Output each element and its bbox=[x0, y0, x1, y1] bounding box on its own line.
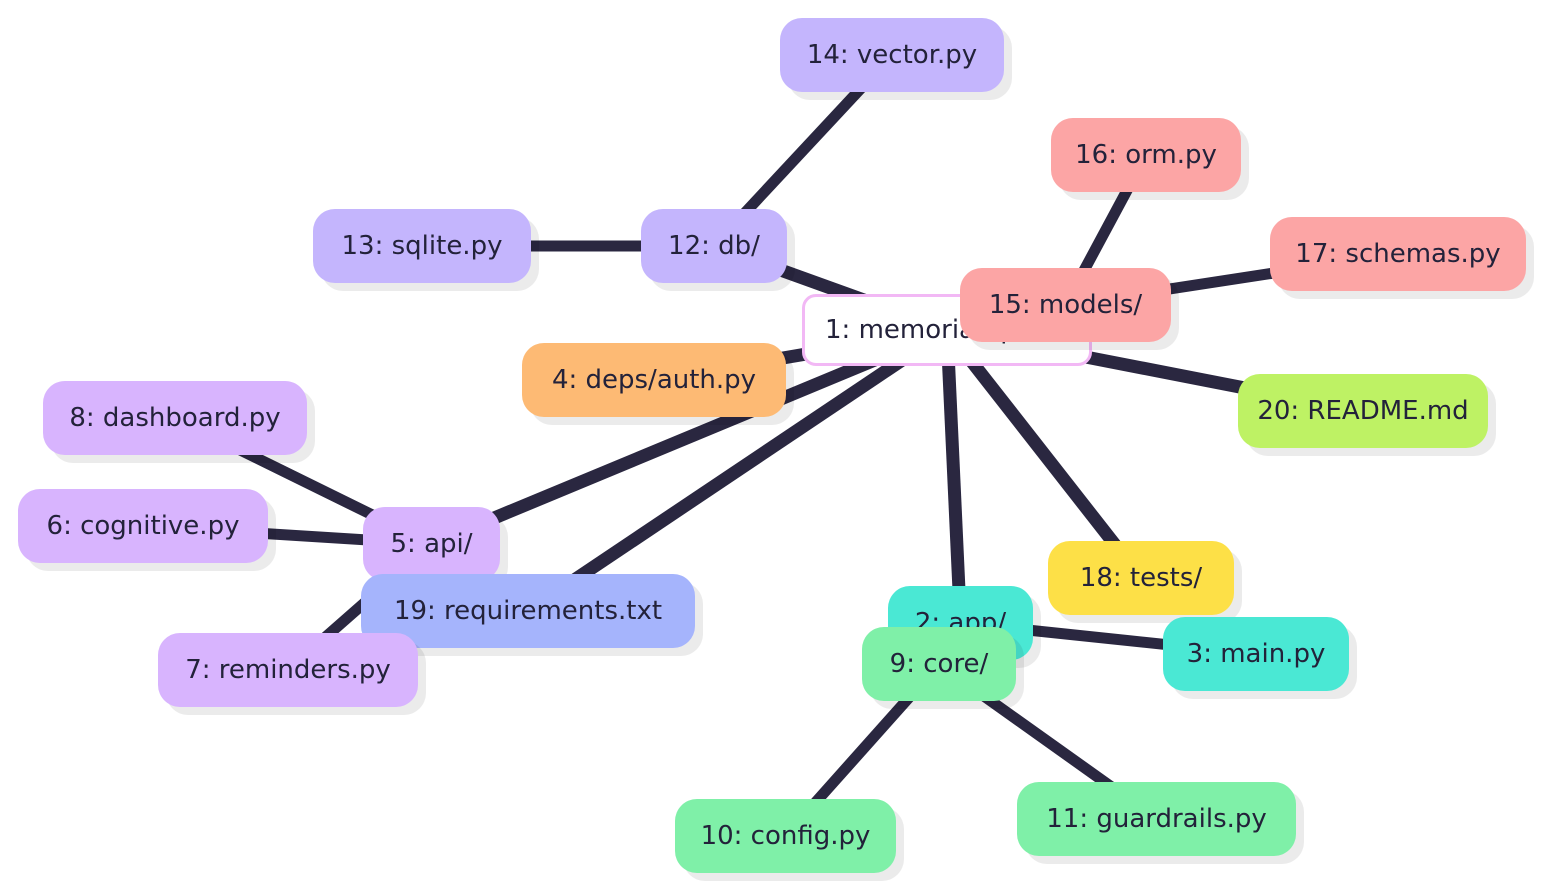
node-cognitive-py[interactable]: 6: cognitive.py bbox=[18, 489, 268, 563]
edge-1-19 bbox=[524, 324, 951, 617]
node-requirements-txt[interactable]: 19: requirements.txt bbox=[361, 574, 695, 648]
node-api[interactable]: 5: api/ bbox=[363, 507, 500, 581]
node-db[interactable]: 12: db/ bbox=[641, 209, 787, 283]
node-main-py[interactable]: 3: main.py bbox=[1163, 617, 1349, 691]
node-reminders-py[interactable]: 7: reminders.py bbox=[158, 633, 418, 707]
node-deps-auth-py[interactable]: 4: deps/auth.py bbox=[522, 343, 786, 417]
node-vector-py[interactable]: 14: vector.py bbox=[780, 18, 1004, 92]
node-core[interactable]: 9: core/ bbox=[862, 627, 1016, 701]
node-orm-py[interactable]: 16: orm.py bbox=[1051, 118, 1241, 192]
node-guardrails-py[interactable]: 11: guardrails.py bbox=[1017, 782, 1296, 856]
node-dashboard-py[interactable]: 8: dashboard.py bbox=[43, 381, 307, 455]
node-models[interactable]: 15: models/ bbox=[960, 268, 1171, 342]
node-sqlite-py[interactable]: 13: sqlite.py bbox=[313, 209, 531, 283]
edge-1-2 bbox=[940, 329, 967, 624]
node-readme-md[interactable]: 20: README.md bbox=[1238, 374, 1488, 448]
node-schemas-py[interactable]: 17: schemas.py bbox=[1270, 217, 1526, 291]
node-tests[interactable]: 18: tests/ bbox=[1048, 541, 1234, 615]
edge-1-18 bbox=[941, 325, 1147, 583]
node-config-py[interactable]: 10: config.py bbox=[675, 799, 896, 873]
